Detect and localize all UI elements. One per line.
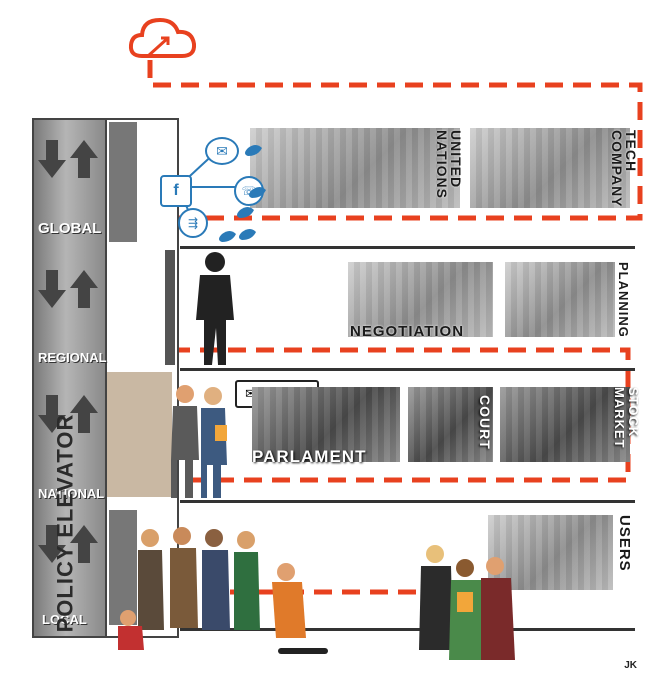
elevator-door-global	[109, 122, 137, 242]
floor-line-regional	[180, 368, 635, 371]
label-users: USERS	[617, 515, 632, 572]
photo-united-nations	[250, 128, 460, 208]
share-bubble: ⇶	[178, 208, 208, 238]
elevator-title: POLICY ELEVATOR	[52, 414, 78, 633]
elevator-door-regional	[165, 250, 175, 365]
users-group	[395, 540, 545, 670]
politicians-figures	[165, 380, 235, 500]
floor-label-global: GLOBAL	[38, 220, 101, 237]
label-court: COURT	[478, 395, 492, 450]
label-tech-company: TECH COMPANY	[610, 130, 638, 210]
label-united-nations: UNITED NATIONS	[435, 130, 463, 210]
photo-stock-market	[500, 387, 630, 462]
floor-line-national	[180, 500, 635, 503]
facebook-icon: f	[173, 182, 178, 200]
twitter-icons	[218, 140, 278, 250]
label-planning: PLANNING	[617, 262, 630, 338]
crowd-figures	[110, 520, 340, 660]
photo-planning	[505, 262, 615, 337]
facebook-bubble: f	[160, 175, 192, 207]
label-negotiation: NEGOTIATION	[350, 323, 464, 340]
credit: JK	[624, 660, 637, 671]
floor-label-regional: REGIONAL	[38, 350, 107, 365]
photo-tech-company	[470, 128, 630, 208]
elevator-cabin-national	[107, 372, 172, 497]
person-silhouette	[190, 250, 240, 365]
share-icon: ⇶	[188, 216, 198, 230]
label-stock-market: STOCK MARKET	[612, 387, 640, 462]
label-parlament: PARLAMENT	[252, 447, 366, 467]
cloud-icon	[128, 12, 198, 67]
